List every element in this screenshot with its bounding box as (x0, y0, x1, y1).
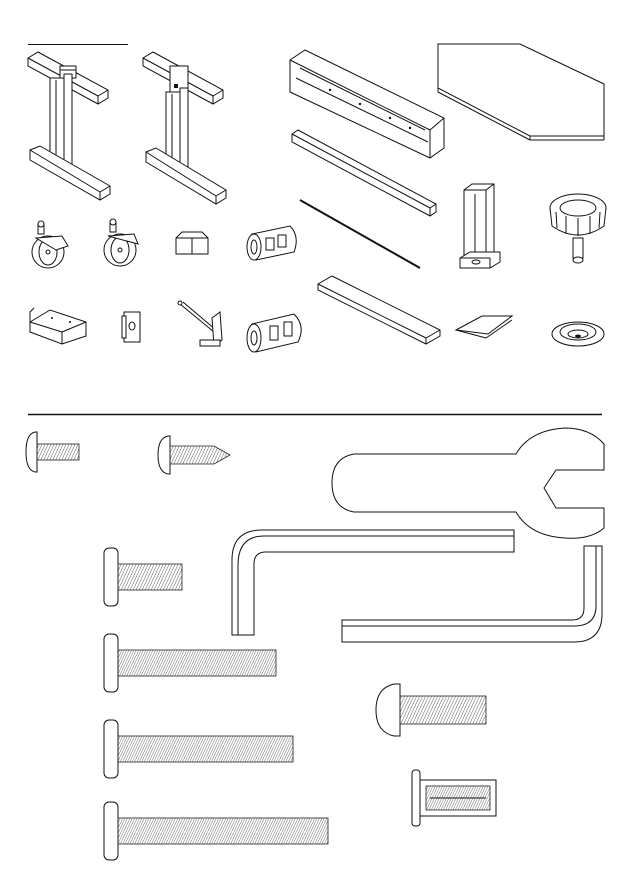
parts-section (28, 44, 606, 352)
column-bracket-icon (460, 184, 500, 268)
allen-key-icon (232, 530, 514, 635)
allen-key-icon (342, 546, 602, 642)
cable-tray-icon (318, 276, 440, 344)
open-end-wrench-icon (332, 428, 604, 538)
round-head-bolt-icon (376, 684, 486, 736)
caster-wheel-icon (104, 219, 138, 266)
threaded-insert-icon (412, 770, 496, 826)
caster-wheel-icon (32, 221, 68, 268)
connector-sleeve-icon (247, 314, 301, 352)
connector-sleeve-icon (247, 226, 296, 260)
tabletop-panel-icon (438, 44, 604, 140)
desk-leg-frame-icon (28, 52, 110, 200)
hardware-section (26, 428, 604, 860)
adhesive-pad-icon (456, 316, 512, 338)
slot-nut-icon (122, 312, 140, 342)
mount-plate-icon (30, 308, 86, 344)
desk-leg-frame-icon (143, 52, 226, 204)
machine-bolt-icon (104, 720, 293, 778)
drive-rod-icon (300, 200, 420, 268)
machine-bolt-icon (104, 634, 276, 692)
end-cap-icon (176, 232, 208, 254)
foot-cup-icon (552, 322, 604, 346)
machine-bolt-icon (104, 802, 328, 860)
machine-bolt-icon (26, 432, 79, 472)
adjust-knob-icon (550, 194, 606, 263)
hand-crank-icon (178, 301, 222, 346)
machine-bolt-icon (104, 548, 182, 606)
wood-screw-icon (158, 436, 230, 474)
